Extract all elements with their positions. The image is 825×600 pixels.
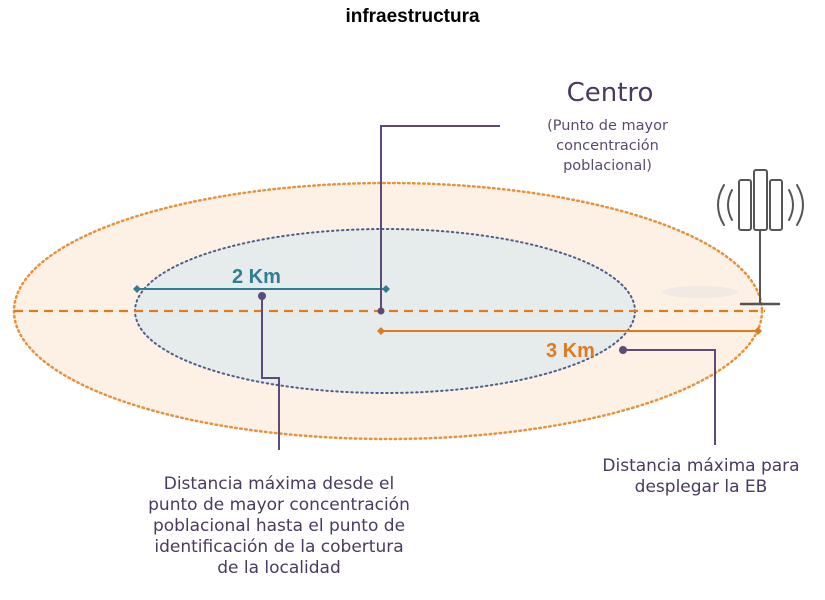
left-description-line: identificación de la cobertura — [154, 537, 404, 557]
distance-3km-label: 3 Km — [546, 340, 595, 362]
centro-title: Centro — [566, 78, 654, 108]
left-description-line: punto de mayor concentración — [148, 495, 410, 515]
centro-subtitle-line: (Punto de mayor — [547, 118, 668, 134]
centro-leader-line — [377, 125, 500, 315]
left-description-label: Distancia máxima desde el punto de mayor… — [120, 474, 438, 579]
right-description-line: desplegar la EB — [634, 477, 768, 497]
diagram-title: infraestructura — [345, 6, 480, 27]
right-description-label: Distancia máxima para desplegar la EB — [596, 456, 806, 498]
distance-2km-label: 2 Km — [232, 266, 281, 288]
left-label-leader-line — [258, 292, 280, 450]
left-description-line: de la localidad — [217, 558, 341, 578]
antenna-tower-icon — [662, 169, 804, 306]
right-description-line: Distancia máxima para — [602, 456, 800, 476]
left-description-line: Distancia máxima desde el — [163, 474, 395, 494]
left-description-line: poblacional hasta el punto de — [152, 516, 406, 536]
distance-3km-marker — [377, 327, 762, 335]
right-label-leader-line — [619, 346, 716, 445]
centro-subtitle-line: concentración — [556, 138, 659, 154]
centro-subtitle-line: poblacional) — [563, 158, 652, 174]
distance-2km-marker — [133, 285, 390, 293]
centro-subtitle: (Punto de mayor concentración poblaciona… — [520, 116, 695, 176]
